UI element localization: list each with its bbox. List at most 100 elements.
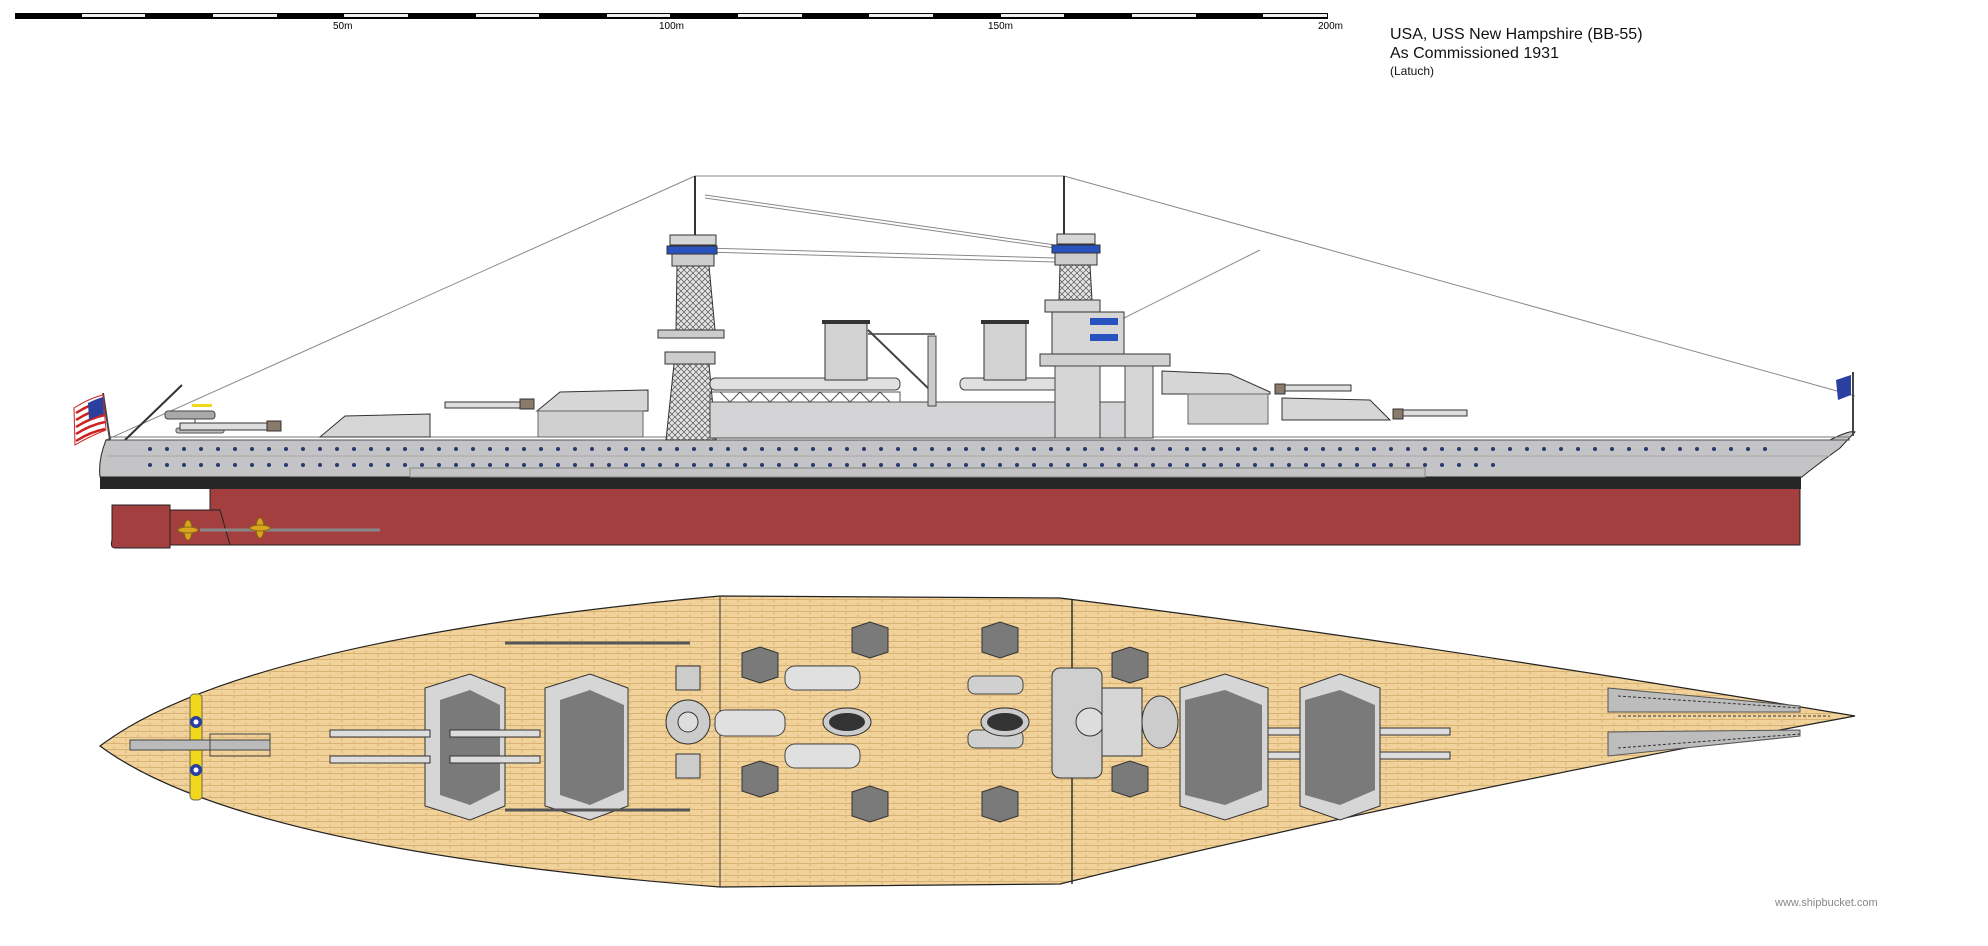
porthole (1338, 463, 1342, 467)
porthole (811, 447, 815, 451)
porthole (318, 447, 322, 451)
porthole (165, 463, 169, 467)
porthole (1168, 447, 1172, 451)
porthole (403, 447, 407, 451)
porthole (573, 463, 577, 467)
porthole (182, 447, 186, 451)
porthole (250, 463, 254, 467)
porthole (947, 447, 951, 451)
scale-segment (344, 14, 408, 17)
porthole (1576, 447, 1580, 451)
porthole (896, 463, 900, 467)
porthole (1321, 447, 1325, 451)
anchor-chains (1607, 687, 1830, 757)
porthole (1389, 447, 1393, 451)
porthole (165, 447, 169, 451)
boats-plan (714, 665, 1024, 769)
porthole (930, 463, 934, 467)
porthole (1185, 447, 1189, 451)
secondary-mount (1111, 646, 1149, 684)
porthole (981, 463, 985, 467)
porthole (743, 463, 747, 467)
porthole (1542, 447, 1546, 451)
porthole (539, 447, 543, 451)
porthole (998, 463, 1002, 467)
porthole (590, 463, 594, 467)
fore-cage-mast (1051, 176, 1101, 301)
profile-view (73, 175, 1856, 549)
porthole (420, 463, 424, 467)
porthole (1032, 447, 1036, 451)
portholes (148, 447, 1767, 467)
secondary-mount (981, 785, 1019, 823)
us-jack-bow (1836, 372, 1854, 436)
porthole (250, 447, 254, 451)
porthole (216, 447, 220, 451)
porthole (1491, 463, 1495, 467)
porthole (1355, 447, 1359, 451)
porthole (743, 447, 747, 451)
porthole (658, 463, 662, 467)
porthole (624, 463, 628, 467)
porthole (1491, 447, 1495, 451)
secondary-mount (981, 621, 1019, 659)
porthole (301, 463, 305, 467)
aft-mast-plan (665, 665, 711, 779)
porthole (777, 447, 781, 451)
porthole (845, 463, 849, 467)
porthole (1219, 463, 1223, 467)
porthole (998, 447, 1002, 451)
porthole (1763, 447, 1767, 451)
porthole (1423, 447, 1427, 451)
rigging (105, 175, 1856, 441)
porthole (1746, 447, 1750, 451)
scale-label-100m: 100m (659, 21, 685, 32)
porthole (505, 463, 509, 467)
porthole (1066, 447, 1070, 451)
porthole (488, 447, 492, 451)
porthole (437, 463, 441, 467)
boat (709, 377, 901, 391)
scale-segment (1132, 14, 1196, 17)
scale-segment (606, 14, 671, 17)
rudder (110, 504, 171, 549)
turret-b-plan (1179, 673, 1319, 821)
turret-a-profile (1281, 397, 1468, 421)
porthole (1134, 463, 1138, 467)
porthole (199, 463, 203, 467)
porthole (641, 463, 645, 467)
porthole (777, 463, 781, 467)
porthole (726, 447, 730, 451)
porthole (522, 447, 526, 451)
porthole (1457, 447, 1461, 451)
scale-segment (869, 14, 934, 17)
porthole (1151, 447, 1155, 451)
porthole (471, 447, 475, 451)
secondary-mount (851, 785, 889, 823)
scale-bar (15, 13, 1328, 19)
porthole (726, 463, 730, 467)
porthole (233, 447, 237, 451)
bridge-superstructure (1039, 299, 1171, 439)
porthole (284, 463, 288, 467)
porthole (352, 447, 356, 451)
porthole (437, 447, 441, 451)
porthole (1168, 463, 1172, 467)
porthole (216, 463, 220, 467)
funnel-fore-plan (980, 707, 1030, 737)
porthole (199, 447, 203, 451)
porthole (879, 447, 883, 451)
porthole (522, 463, 526, 467)
scale-segment (81, 14, 146, 17)
porthole (1440, 463, 1444, 467)
porthole (488, 463, 492, 467)
secondary-mount (851, 621, 889, 659)
porthole (1015, 447, 1019, 451)
porthole (964, 463, 968, 467)
porthole (318, 463, 322, 467)
porthole (182, 463, 186, 467)
ship-subtitle: As Commissioned 1931 (1390, 45, 1559, 62)
porthole (658, 447, 662, 451)
funnel-fore (981, 320, 1029, 381)
